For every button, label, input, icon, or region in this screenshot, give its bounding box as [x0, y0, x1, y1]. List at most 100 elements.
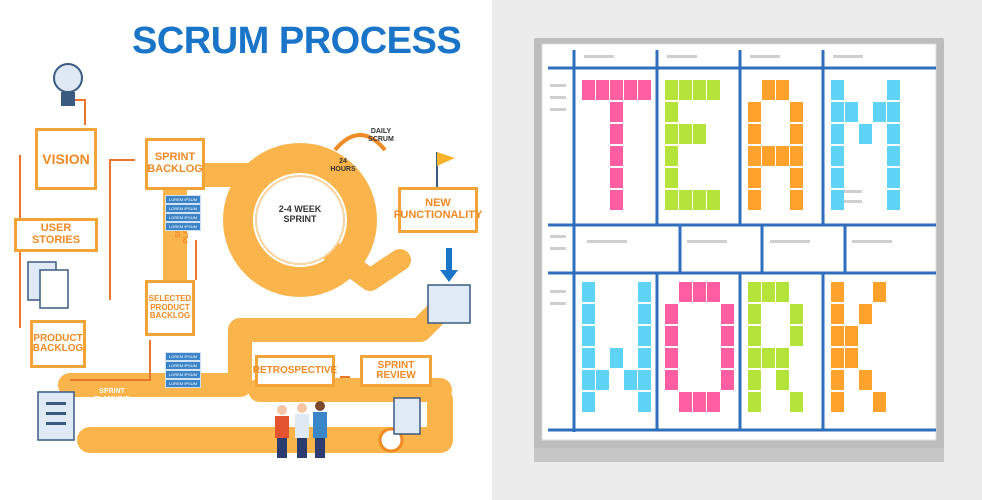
- sticky-note: [831, 190, 844, 210]
- sticky-note: [638, 326, 651, 346]
- sticky-note: [776, 370, 789, 390]
- sticky-note: [638, 282, 651, 302]
- sticky-note: [665, 80, 678, 100]
- sticky-note: [776, 80, 789, 100]
- sticky-note: [679, 124, 692, 144]
- sticky-note: [582, 326, 595, 346]
- sticky-note: [762, 146, 775, 166]
- sticky-note: [638, 80, 651, 100]
- sticky-note: [859, 304, 872, 324]
- sticky-note: [693, 392, 706, 412]
- backlog-chip: LOREM IPSUM: [165, 370, 201, 379]
- sticky-note: [693, 282, 706, 302]
- sticky-note: [582, 282, 595, 302]
- team-work-whiteboard: [492, 0, 982, 500]
- sticky-note: [721, 326, 734, 346]
- sticky-note: [776, 282, 789, 302]
- sticky-note: [748, 326, 761, 346]
- sticky-note: [679, 80, 692, 100]
- sticky-note: [831, 282, 844, 302]
- product-backlog-box: PRODUCT BACKLOG: [30, 320, 86, 368]
- sticky-note: [762, 348, 775, 368]
- sticky-note: [665, 326, 678, 346]
- backlog-chip: LOREM IPSUM: [165, 222, 201, 231]
- sticky-note: [762, 282, 775, 302]
- backlog-chip: LOREM IPSUM: [165, 361, 201, 370]
- sticky-note: [831, 348, 844, 368]
- sticky-note: [790, 102, 803, 122]
- retrospective-box: RETROSPECTIVE: [253, 355, 337, 387]
- sticky-note: [721, 370, 734, 390]
- sticky-note: [707, 80, 720, 100]
- sticky-note: [665, 168, 678, 188]
- sticky-note: [665, 304, 678, 324]
- sticky-note: [693, 80, 706, 100]
- sticky-note: [748, 190, 761, 210]
- sticky-note: [748, 348, 761, 368]
- selected-product-backlog-box: SELECTED PRODUCT BACKLOG: [145, 280, 195, 336]
- sprint-duration-label: 2-4 WEEK SPRINT: [278, 204, 322, 224]
- sticky-note: [610, 190, 623, 210]
- sticky-note: [873, 282, 886, 302]
- team-people-icon: [275, 401, 327, 458]
- sticky-note: [831, 102, 844, 122]
- sticky-note: [748, 168, 761, 188]
- sticky-notes: [582, 80, 900, 412]
- sticky-note: [748, 102, 761, 122]
- sprint-backlog-box: SPRINT BACKLOG: [145, 138, 205, 190]
- sticky-note: [582, 80, 595, 100]
- clipboard-icon: [37, 391, 75, 441]
- sticky-note: [707, 282, 720, 302]
- sticky-note: [887, 168, 900, 188]
- scrum-title: SCRUM PROCESS: [132, 20, 462, 62]
- backlog-chip: LOREM IPSUM: [165, 204, 201, 213]
- sticky-note: [665, 146, 678, 166]
- sticky-note: [790, 146, 803, 166]
- sticky-note: [582, 392, 595, 412]
- sticky-note: [665, 124, 678, 144]
- hours-label: 24 HOURS: [330, 158, 356, 173]
- sticky-note: [748, 146, 761, 166]
- sticky-note: [776, 146, 789, 166]
- sticky-note: [610, 348, 623, 368]
- daily-scrum-arc: [333, 133, 387, 152]
- sticky-note: [748, 370, 761, 390]
- sticky-note: [845, 326, 858, 346]
- sticky-note: [831, 304, 844, 324]
- sticky-note: [582, 370, 595, 390]
- backlog-chip: LOREM IPSUM: [165, 213, 201, 222]
- sticky-note: [873, 392, 886, 412]
- whiteboard-graphic: [534, 38, 944, 462]
- sticky-note: [610, 168, 623, 188]
- sticky-note: [831, 168, 844, 188]
- sticky-note: [887, 124, 900, 144]
- document-stack-icon: [27, 261, 69, 309]
- sticky-note: [748, 304, 761, 324]
- sticky-note: [610, 80, 623, 100]
- sticky-note: [610, 124, 623, 144]
- sticky-note: [721, 348, 734, 368]
- sticky-note: [887, 146, 900, 166]
- sticky-note: [831, 80, 844, 100]
- sprint-planning-bottom-label: SPRINT PLANNING: [93, 388, 131, 403]
- sticky-note: [707, 392, 720, 412]
- sticky-note: [748, 392, 761, 412]
- sticky-note: [582, 304, 595, 324]
- checklist-icon: [393, 397, 421, 435]
- lightbulb-icon: [53, 63, 83, 106]
- sticky-note: [831, 392, 844, 412]
- sticky-note: [610, 102, 623, 122]
- sticky-note: [610, 146, 623, 166]
- sticky-note: [679, 282, 692, 302]
- sticky-note: [776, 348, 789, 368]
- sticky-note: [665, 190, 678, 210]
- placeholder-text-lines: [550, 55, 892, 305]
- scrum-process-diagram: SCRUM PROCESS VISION USER STORIES PRODUC…: [14, 20, 483, 458]
- sticky-note: [831, 124, 844, 144]
- sticky-note: [790, 326, 803, 346]
- sticky-note: [845, 102, 858, 122]
- sticky-note: [762, 80, 775, 100]
- sticky-note: [859, 124, 872, 144]
- sticky-note: [693, 190, 706, 210]
- sticky-note: [638, 392, 651, 412]
